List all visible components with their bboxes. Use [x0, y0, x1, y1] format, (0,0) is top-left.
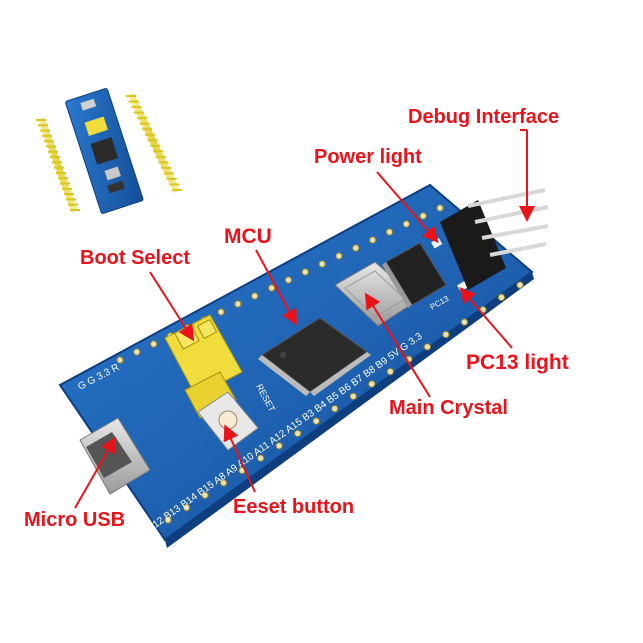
label-micro-usb: Micro USB	[24, 509, 126, 531]
debug-header	[440, 188, 549, 290]
label-pc13-light: PC13 light	[466, 351, 569, 374]
label-power-light: Power light	[314, 146, 422, 168]
thumbnail-pin	[139, 122, 150, 125]
pin-hole	[442, 330, 450, 339]
label-mcu: MCU	[224, 225, 272, 248]
thumbnail-pin	[144, 133, 155, 136]
pin-hole	[331, 404, 339, 413]
pin-hole	[368, 380, 376, 388]
pin-hole	[497, 293, 506, 302]
label-debug-interface: Debug Interface	[408, 106, 560, 128]
arrow-boot	[149, 271, 195, 342]
label-main-crystal: Main Crystal	[389, 397, 508, 419]
pin-hole	[402, 220, 411, 228]
label-boot-select: Boot Select	[80, 247, 191, 269]
pin-hole	[385, 228, 394, 236]
thumbnail-pin	[150, 144, 161, 147]
thumbnail-pin	[142, 128, 153, 131]
thumbnail-pin	[128, 100, 139, 103]
thumbnail-pin	[161, 166, 172, 169]
thumbnail-pin	[40, 129, 50, 132]
thumbnail-pin	[66, 198, 76, 201]
micro-usb-port	[79, 417, 151, 495]
thumbnail-pin	[44, 140, 54, 143]
pin-hole	[419, 212, 427, 220]
arrow-power	[376, 171, 439, 244]
thumbnail-pin	[126, 95, 136, 97]
pin-hole	[436, 204, 444, 212]
thumbnail-pin	[48, 150, 58, 153]
arrow-crystal	[364, 292, 431, 398]
thumbnail-pin	[163, 172, 174, 175]
label-reset-button: Eeset button	[233, 496, 355, 518]
thumbnail-pin	[36, 119, 46, 121]
pin-hole	[386, 367, 395, 376]
pin-hole	[182, 503, 191, 512]
thumbnail-pin	[155, 155, 166, 158]
power-led	[431, 237, 443, 249]
thumbnail-pin	[131, 106, 142, 109]
pin-hole	[318, 260, 326, 268]
thumbnail-pcb	[65, 88, 144, 214]
pin-hole	[133, 348, 141, 356]
thumbnail-pin	[134, 111, 145, 114]
pin-hole	[423, 343, 432, 351]
thumbnail-pin	[38, 124, 48, 127]
pin-hole	[234, 300, 242, 308]
thumbnail-pin	[46, 145, 56, 148]
pin-hole	[164, 516, 172, 524]
thumbnail-left-header	[36, 117, 80, 213]
thumbnail-pin	[70, 209, 80, 211]
thumbnail-pin	[52, 161, 62, 164]
pin-hole	[251, 292, 259, 300]
thumbnail-pin	[136, 117, 147, 120]
thumbnail-board	[36, 88, 182, 214]
pin-hole	[349, 392, 357, 401]
thumbnail-pin	[60, 182, 70, 185]
thumbnail-pin	[54, 166, 64, 169]
pin-hole	[267, 284, 276, 292]
thumbnail-pin	[56, 171, 66, 174]
arrow-reset	[223, 424, 256, 493]
thumbnail-right-header	[126, 93, 182, 193]
pin-hole	[335, 252, 343, 260]
pin-hole	[256, 454, 265, 462]
thumbnail-pin	[158, 161, 169, 164]
pin-hole	[217, 308, 225, 316]
thumbnail-pin	[172, 189, 182, 191]
pin-hole	[352, 244, 360, 252]
pin-hole	[312, 417, 320, 425]
arrow-pc13	[459, 286, 513, 349]
thumbnail-pin	[62, 187, 72, 190]
regulator-chip	[382, 242, 447, 308]
thumbnail-pin	[166, 177, 177, 180]
pin-hole	[516, 281, 524, 289]
thumbnail-pin	[64, 193, 74, 196]
thumbnail-pin	[169, 183, 180, 186]
pin-hole	[201, 491, 209, 499]
thumbnail-pin	[58, 177, 68, 180]
arrow-mcu	[255, 249, 297, 326]
pin-hole	[368, 236, 377, 244]
callout-arrows	[74, 129, 535, 509]
pin-hole	[301, 268, 309, 276]
pin-hole	[284, 276, 293, 284]
thumbnail-pin	[42, 134, 52, 137]
arrow-usb	[74, 436, 116, 509]
pin-hole	[219, 479, 228, 487]
thumbnail-pin	[68, 203, 78, 206]
pin-hole	[460, 318, 469, 326]
thumbnail-pin	[147, 139, 158, 142]
thumbnail-pin	[153, 150, 164, 153]
pin-hole	[293, 429, 302, 438]
pin-hole	[116, 356, 124, 364]
pin-hole	[275, 442, 283, 450]
mcu-chip	[258, 317, 371, 396]
pin-hole	[149, 340, 158, 348]
thumbnail-pin	[50, 156, 60, 159]
